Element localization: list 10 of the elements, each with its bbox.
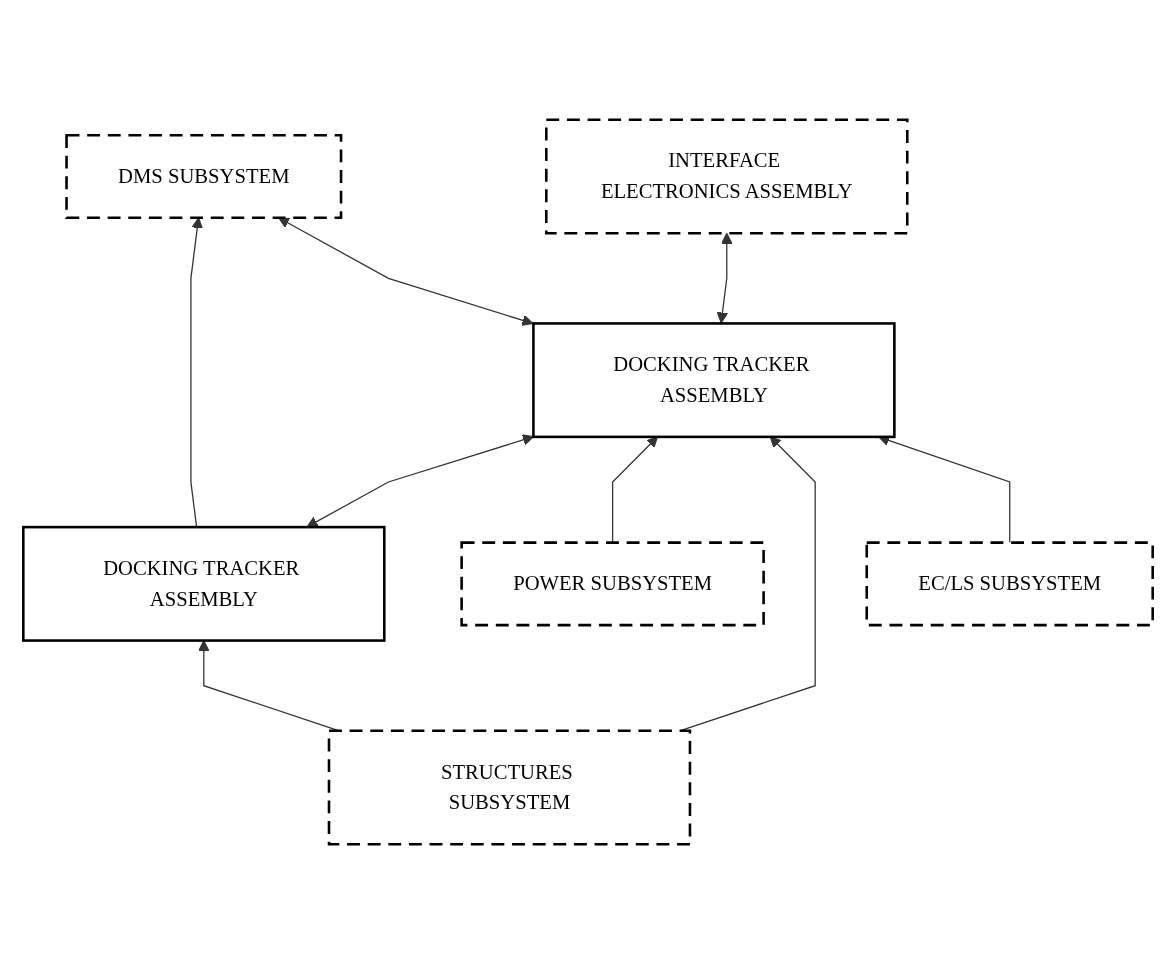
arrow <box>277 217 533 326</box>
node-box: STRUCTURES SUBSYSTEM <box>327 729 691 846</box>
node-box: POWER SUBSYSTEM <box>459 541 765 627</box>
node-box: DMS SUBSYSTEM <box>64 133 342 219</box>
node-box: DOCKING TRACKER ASSEMBLY <box>21 525 386 642</box>
node-box: DOCKING TRACKER ASSEMBLY <box>531 322 896 439</box>
arrow <box>306 434 534 528</box>
node-box: EC/LS SUBSYSTEM <box>864 541 1154 627</box>
node-box: INTERFACE ELECTRONICS ASSEMBLY <box>544 118 909 235</box>
arrow <box>189 217 203 528</box>
